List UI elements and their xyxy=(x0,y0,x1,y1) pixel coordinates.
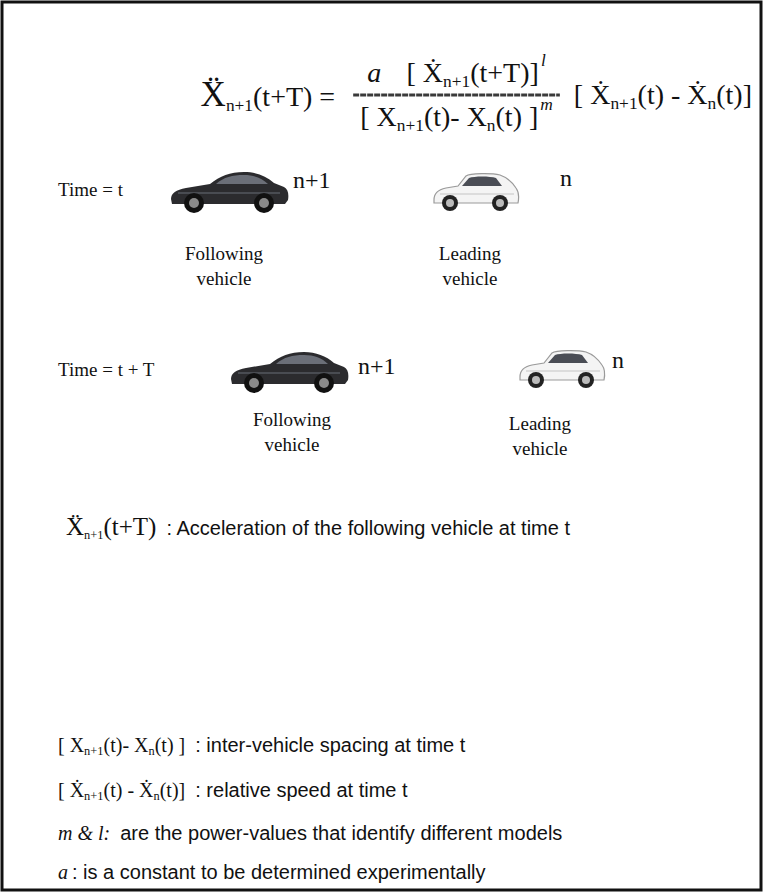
subscript: n+1 xyxy=(226,96,253,116)
definition-text: : is a constant to be determined experim… xyxy=(72,861,486,884)
time-label: Time = t + T xyxy=(58,359,154,381)
vehicle-caption: Following vehicle xyxy=(185,243,263,289)
time-label: Time = t + T xyxy=(58,359,154,381)
definition-line: m & l: are the power-values that identify… xyxy=(58,822,562,845)
subscript: n+1 xyxy=(84,528,103,543)
vehicle-index: n+1 xyxy=(293,167,331,194)
formula-text: (t) ] xyxy=(496,101,539,133)
formula-text: [ X xyxy=(58,734,84,757)
formula-text: [ Ẋ xyxy=(58,779,84,802)
formula-denominator: [ Xn+1(t)- Xn(t) ]m xyxy=(360,101,553,133)
subscript: n+1 xyxy=(397,116,424,136)
formula-text: (t) - Ẋ xyxy=(638,79,708,111)
leading-car xyxy=(520,351,605,388)
vehicle-index: n xyxy=(612,347,624,374)
formula-text: (t)] xyxy=(716,79,752,111)
definition-line: [ Ẋn+1(t) - Ẋn(t)] : relative speed at ti… xyxy=(58,779,408,802)
definition-text: : inter-vehicle spacing at time t xyxy=(195,734,465,757)
vehicle-caption: Following vehicle xyxy=(172,242,276,291)
exponent: l xyxy=(541,51,546,71)
formula-numerator: a[ Ẋn+1(t+T)]l xyxy=(367,57,545,89)
formula-text: [ Ẋ xyxy=(574,79,611,111)
variable: Ẍ xyxy=(66,513,84,541)
following-car xyxy=(171,172,288,213)
formula-text: (t)] xyxy=(160,779,186,802)
vehicle-index: n+1 xyxy=(358,353,396,380)
vehicle-index: n xyxy=(560,165,572,192)
subscript: n xyxy=(487,116,496,136)
time-label: Time = t xyxy=(58,179,123,201)
formula-text: (t)- X xyxy=(424,101,487,133)
vehicle-caption: Leading vehicle xyxy=(439,243,501,289)
definition-line: a: is a constant to be determined experi… xyxy=(58,861,486,884)
subscript: n+1 xyxy=(443,72,470,92)
formula-text: (t+T)] xyxy=(470,57,539,89)
subscript: n+1 xyxy=(610,94,637,114)
exponent: m xyxy=(540,95,553,115)
formula-text: [ X xyxy=(360,101,397,133)
subscript: n xyxy=(153,789,159,804)
vehicle-index: n+1 xyxy=(358,353,396,380)
following-car xyxy=(231,352,348,393)
subscript: n xyxy=(148,744,154,759)
vehicle-caption: Leading vehicle xyxy=(509,413,571,459)
definition-line: Ẍn+1(t+T) : Acceleration of the following… xyxy=(66,513,570,541)
fraction-bar xyxy=(353,94,560,97)
vehicle-caption: Leading vehicle xyxy=(418,242,522,291)
subscript: n xyxy=(708,94,717,114)
constant: a xyxy=(367,57,381,89)
vehicle-caption: Leading vehicle xyxy=(488,412,592,461)
power-symbols: m & l: xyxy=(58,822,110,845)
definition-line: [ Xn+1(t)- Xn(t) ] : inter-vehicle spacin… xyxy=(58,734,465,757)
constant: a xyxy=(58,861,68,884)
time-label: Time = t xyxy=(58,179,123,201)
formula-text: (t)- X xyxy=(104,734,149,757)
vehicle-index: n+1 xyxy=(293,167,331,194)
subscript: n+1 xyxy=(84,789,103,804)
definition-text: : relative speed at time t xyxy=(195,779,407,802)
formula-right: [ Ẋn+1(t) - Ẋn(t)] xyxy=(574,79,752,111)
formula-text: (t+T) xyxy=(103,513,156,541)
formula-text: (t) ] xyxy=(155,734,186,757)
formula-left: Ẍn+1(t+T) = xyxy=(201,75,336,115)
subscript: n+1 xyxy=(84,744,103,759)
definition-text: are the power-values that identify diffe… xyxy=(120,822,562,845)
variable: Ẍ xyxy=(201,75,226,115)
leading-car xyxy=(434,174,519,211)
formula-text: (t) - Ẋ xyxy=(104,779,154,802)
formula-text: [ Ẋ xyxy=(407,57,444,89)
formula-text: (t+T) = xyxy=(253,81,335,113)
vehicle-caption: Following vehicle xyxy=(240,408,344,457)
vehicle-caption: Following vehicle xyxy=(253,409,331,455)
vehicle-index: n xyxy=(612,347,624,374)
vehicle-index: n xyxy=(560,165,572,192)
definition-text: : Acceleration of the following vehicle … xyxy=(166,517,570,540)
